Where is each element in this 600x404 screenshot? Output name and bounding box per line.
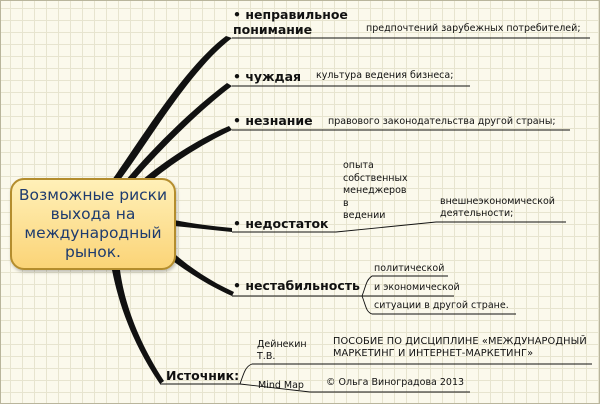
- source-book-line-2: МАРКЕТИНГ И ИНТЕРНЕТ-МАРКЕТИНГ»: [333, 348, 534, 359]
- central-topic[interactable]: Возможные риски выхода на международный …: [10, 178, 176, 270]
- detail-link-lack: [335, 221, 437, 233]
- topic-foreign[interactable]: • чуждая: [233, 69, 302, 84]
- detail-link-source-mindmap: [239, 383, 311, 393]
- sub-detail-lack-line-1: внешнеэкономической: [440, 196, 555, 207]
- topic-misunderstanding[interactable]: • неправильное понимание: [233, 7, 348, 37]
- detail-lack-line-5: ведении: [343, 210, 386, 221]
- detail-lack-line-4: в: [343, 197, 349, 209]
- source-author-line-1: Дейнекин: [257, 339, 307, 350]
- topic-ignorance[interactable]: • незнание: [233, 113, 313, 128]
- branch-connector-misunderstanding: [112, 36, 232, 180]
- topic-lack[interactable]: • недостаток: [233, 216, 329, 231]
- detail-lack[interactable]: опыта собственных менеджеров в ведении: [343, 160, 408, 223]
- detail-lack-line-3: менеджеров: [343, 185, 407, 196]
- detail-lack-line-1: опыта: [343, 160, 374, 171]
- detail-foreign[interactable]: культура ведения бизнеса;: [316, 70, 454, 81]
- detail-instability-political[interactable]: политической: [374, 263, 445, 274]
- topic-source[interactable]: Источник:: [166, 368, 240, 383]
- detail-instability-situation[interactable]: ситуации в другой стране.: [374, 300, 509, 311]
- detail-instability-economic[interactable]: и экономической: [374, 282, 460, 293]
- source-author-line-2: Т.В.: [257, 351, 276, 362]
- central-topic-line-1: Возможные риски: [18, 186, 168, 204]
- central-topic-line-2: выхода на: [50, 205, 136, 223]
- topic-misunderstanding-line-1: • неправильное: [233, 7, 348, 22]
- branch-connector-lack: [174, 220, 232, 232]
- branch-connector-ignorance: [142, 126, 232, 182]
- detail-link-instability-1: [361, 275, 448, 297]
- detail-misunderstanding[interactable]: предпочтений зарубежных потребителей;: [366, 23, 581, 34]
- branch-connector-instability: [166, 250, 234, 296]
- source-mindmap[interactable]: Mind Map: [258, 380, 304, 391]
- detail-link-source-author: [239, 363, 314, 385]
- source-copyright[interactable]: © Ольга Виноградова 2013: [326, 377, 465, 388]
- sub-detail-lack-line-2: деятельности;: [440, 208, 514, 219]
- detail-lack-line-2: собственных: [343, 172, 408, 184]
- source-book[interactable]: ПОСОБИЕ ПО ДИСЦИПЛИНЕ «МЕЖДУНАРОДНЫЙ МАР…: [333, 336, 587, 360]
- source-author[interactable]: Дейнекин Т.В.: [257, 339, 307, 363]
- sub-detail-lack[interactable]: внешнеэкономической деятельности;: [440, 196, 555, 220]
- topic-misunderstanding-line-2: понимание: [233, 22, 313, 37]
- topic-instability[interactable]: • нестабильность: [233, 278, 360, 293]
- branch-connector-foreign: [126, 83, 232, 180]
- branch-connector-source: [112, 270, 164, 384]
- central-topic-line-4: рынок.: [65, 243, 121, 261]
- source-book-line-1: ПОСОБИЕ ПО ДИСЦИПЛИНЕ «МЕЖДУНАРОДНЫЙ: [333, 336, 587, 347]
- detail-link-instability-3: [361, 295, 516, 315]
- central-topic-line-3: международный: [24, 224, 162, 242]
- detail-ignorance[interactable]: правового законодательства другой страны…: [328, 116, 556, 127]
